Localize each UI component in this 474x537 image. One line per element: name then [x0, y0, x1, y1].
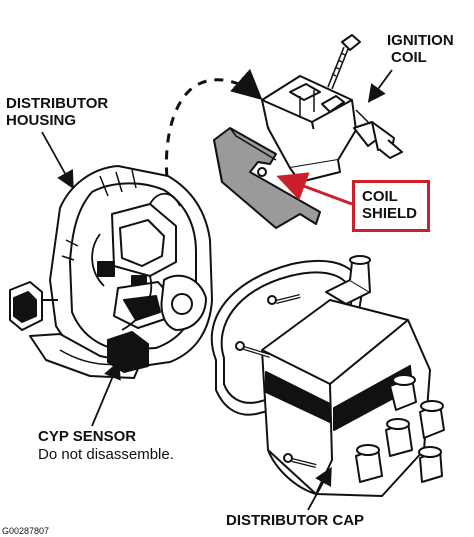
ignition-coil-label-line1: IGNITION: [387, 32, 454, 49]
ignition-coil-part: [261, 34, 403, 183]
distributor-housing-label-line2: HOUSING: [6, 112, 77, 129]
distributor-housing-label: DISTRIBUTOR HOUSING: [6, 95, 108, 129]
cap-towers: [355, 374, 445, 483]
cyp-sensor-note: Do not disassemble.: [38, 446, 174, 463]
coil-shield-label-line1: COIL: [362, 188, 398, 205]
coil-shield-callout-arrow: [276, 172, 353, 206]
cap-screws: [235, 294, 317, 468]
cyp-sensor-label: CYP SENSOR: [38, 428, 137, 445]
ignition-coil-label-line2: COIL: [391, 49, 427, 66]
cyp-sensor-leader: [91, 360, 121, 427]
figure-code: G00287807: [2, 526, 50, 536]
distributor-housing-leader: [41, 131, 74, 190]
coil-shield-callout-box: [352, 180, 430, 232]
distributor-housing-label-line1: DISTRIBUTOR: [6, 95, 109, 112]
distributor-cap-part: [210, 255, 445, 497]
install-path-arrow: [164, 68, 263, 211]
distributor-housing-part: [9, 165, 213, 379]
distributor-cap-label: DISTRIBUTOR CAP: [226, 512, 365, 529]
ignition-coil-leader: [367, 69, 393, 103]
coil-shield-label-line2: SHIELD: [362, 205, 418, 222]
coil-bolt: [327, 34, 361, 90]
distributor-cap-leader: [307, 466, 332, 511]
coil-shield-label: COIL SHIELD: [362, 188, 417, 222]
ignition-coil-label: IGNITION COIL: [387, 32, 454, 66]
coil-shield-part: [213, 127, 321, 229]
